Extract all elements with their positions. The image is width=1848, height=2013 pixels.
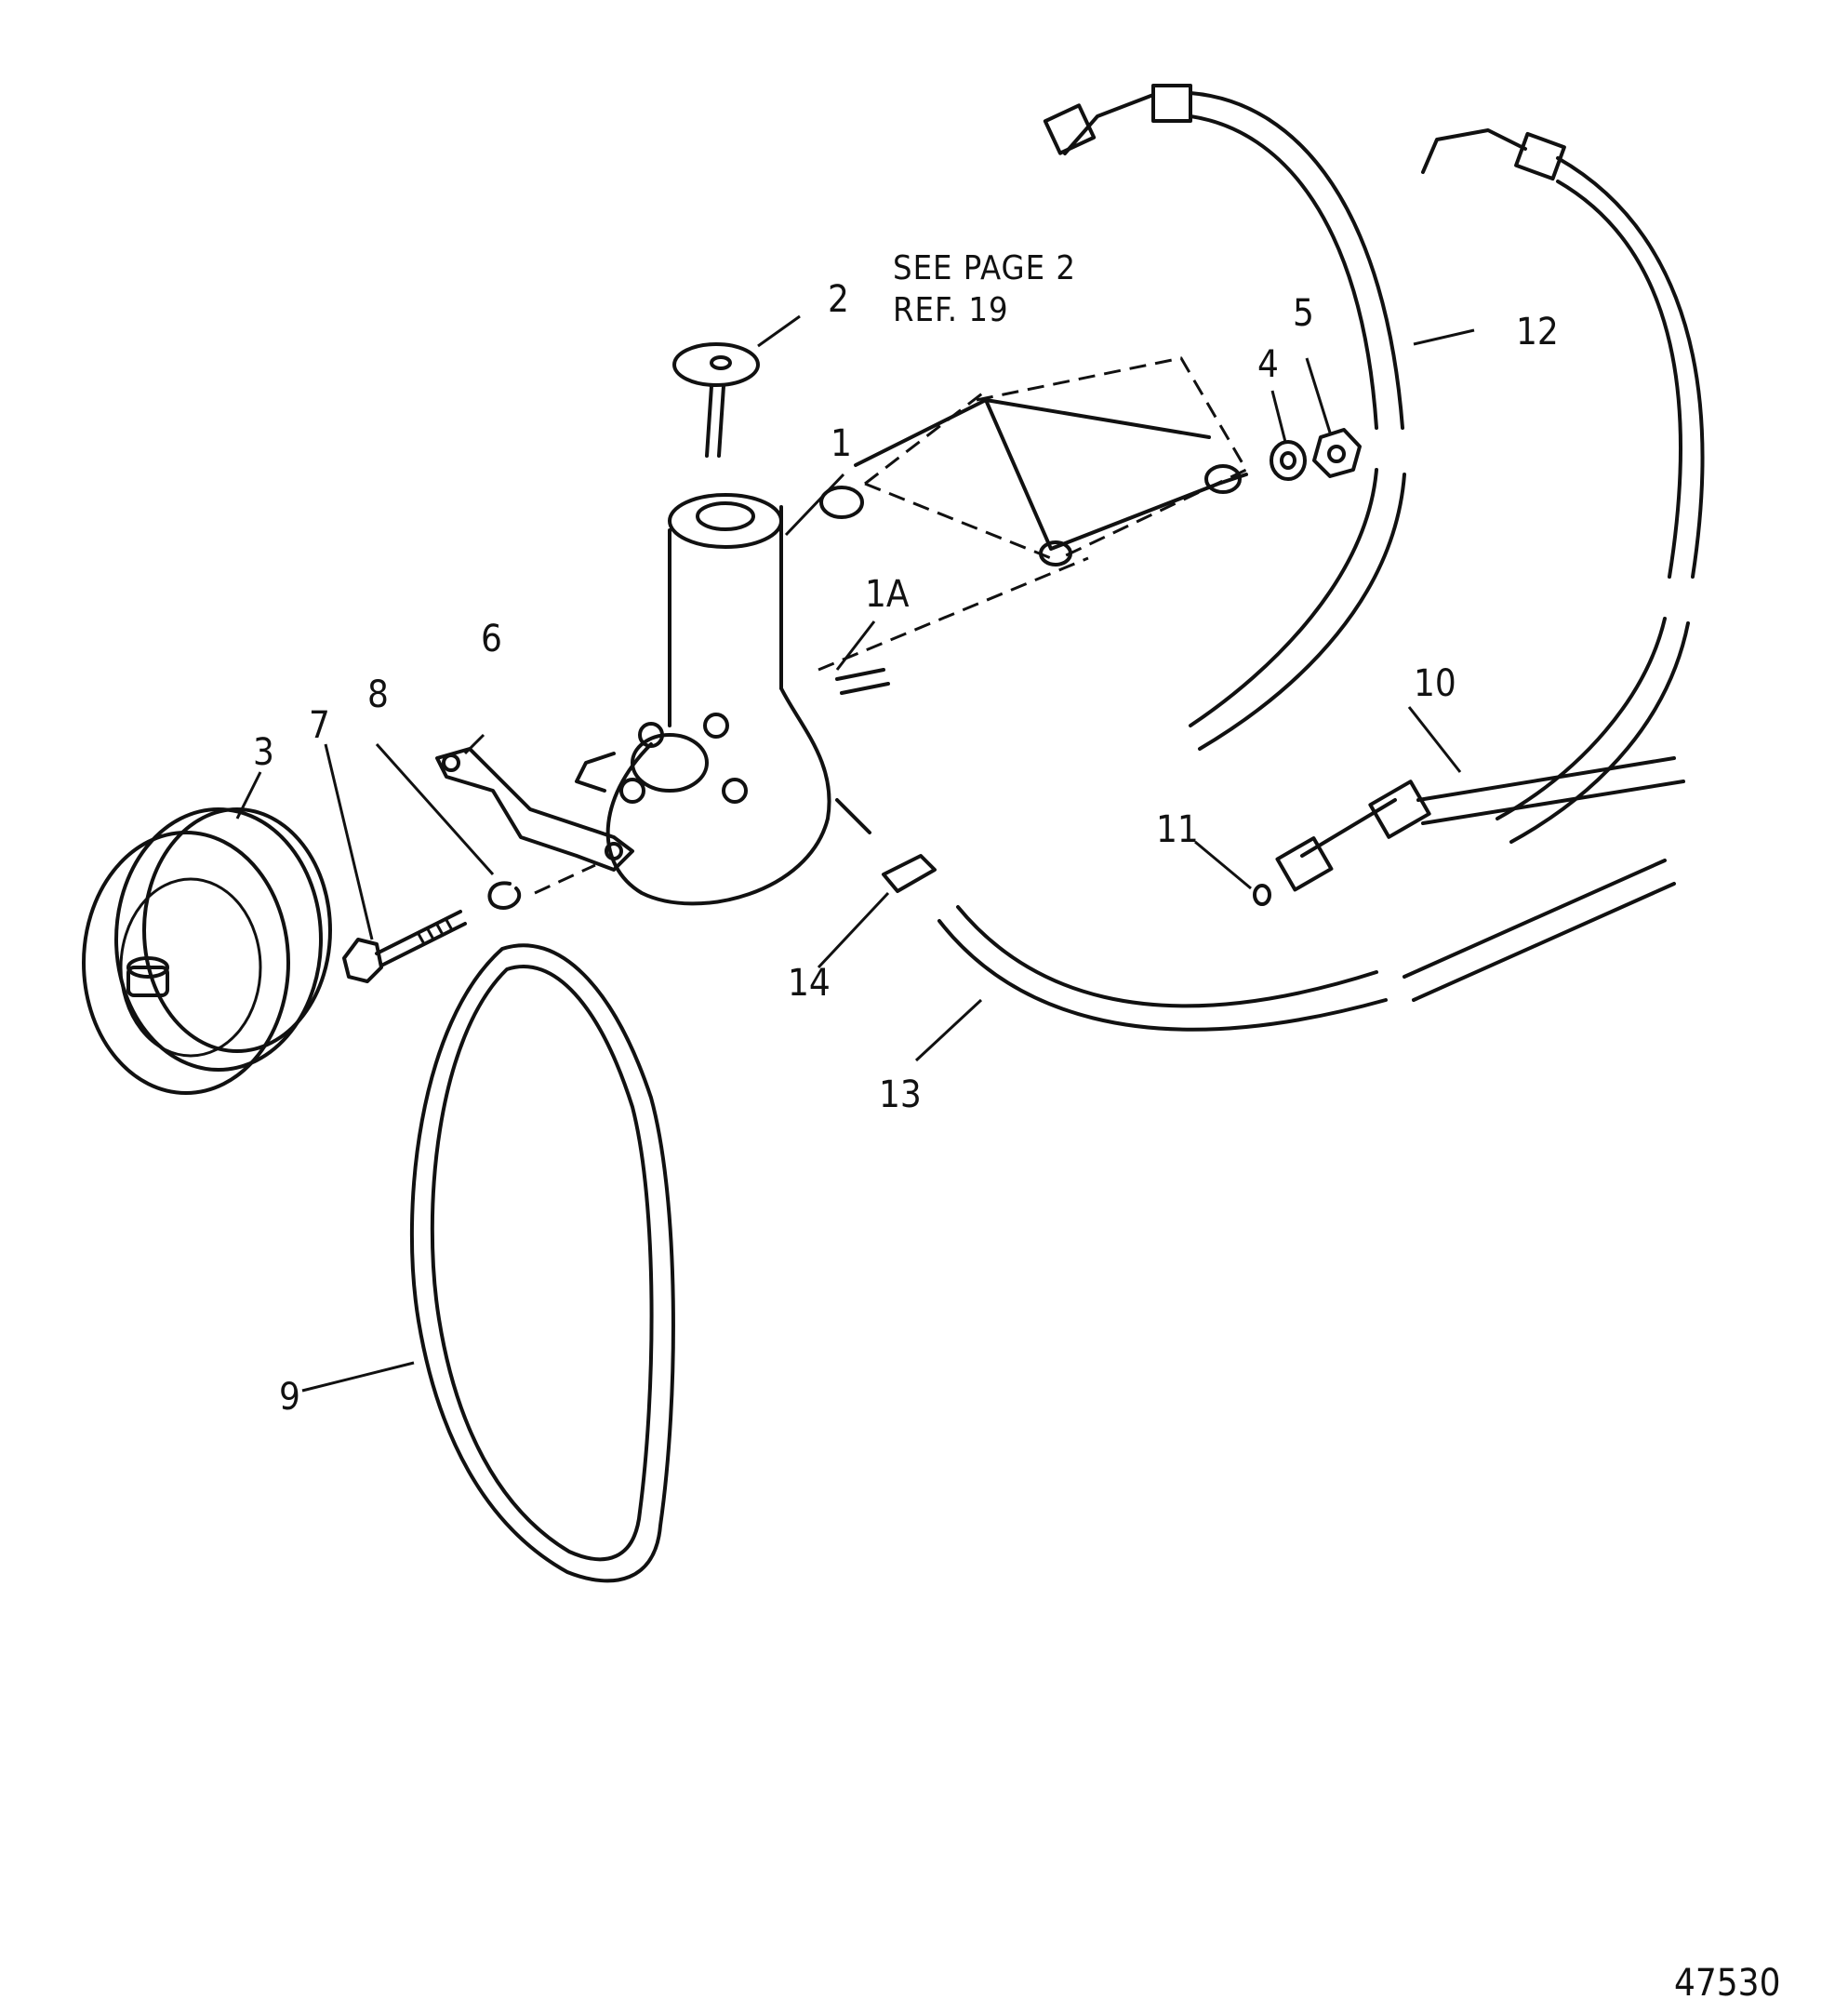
hose-13 — [937, 859, 1676, 1032]
dipstick-cap-2 — [672, 342, 760, 458]
callout-4: 4 — [1257, 343, 1279, 386]
callout-14: 14 — [788, 962, 831, 1005]
o-ring-11 — [1253, 884, 1271, 906]
power-steering-pump — [575, 493, 890, 906]
callout-13: 13 — [879, 1073, 922, 1116]
drive-belt-9 — [409, 943, 675, 1583]
leader-lines — [235, 314, 1475, 1393]
brace-6 — [435, 747, 634, 872]
callout-7: 7 — [309, 704, 330, 747]
callout-2: 2 — [828, 278, 849, 321]
callout-5: 5 — [1293, 292, 1314, 335]
washer-4 — [1270, 440, 1307, 481]
hose-12-left — [1043, 84, 1406, 751]
callout-12: 12 — [1516, 311, 1559, 353]
washer-8 — [487, 863, 596, 910]
callout-1: 1 — [831, 422, 852, 465]
callout-3: 3 — [253, 731, 274, 774]
nut-5 — [1312, 428, 1362, 478]
hose-12-right — [1421, 128, 1705, 844]
callout-9: 9 — [279, 1376, 300, 1419]
callout-10: 10 — [1414, 662, 1456, 705]
pulley-3 — [82, 807, 332, 1095]
reference-note-line1: SEE PAGE 2 — [893, 249, 1076, 287]
bolt-7 — [342, 910, 467, 983]
fitting-14 — [882, 854, 937, 893]
callout-1a: 1A — [865, 573, 910, 616]
reference-note-line2: REF. 19 — [893, 291, 1009, 329]
callout-11: 11 — [1156, 808, 1199, 851]
mounting-bracket — [818, 356, 1249, 672]
figure-number: 47530 — [1674, 1962, 1780, 2005]
hose-10 — [1275, 756, 1685, 892]
callout-6: 6 — [481, 618, 502, 660]
callout-8: 8 — [367, 673, 389, 716]
